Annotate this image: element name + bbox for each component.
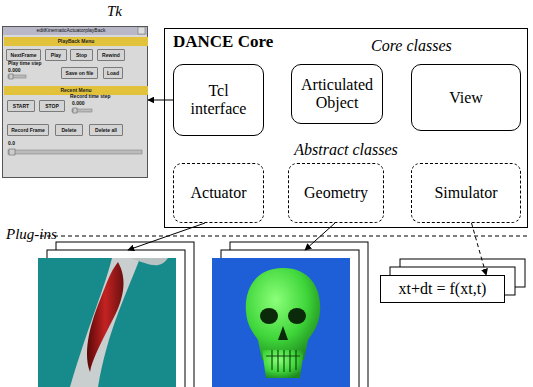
tk-button: Record Frame	[7, 124, 49, 136]
tk-button: NextFrame	[6, 49, 41, 61]
field-label: Play time step	[8, 61, 42, 66]
node-text: PlayBack Menu	[58, 39, 95, 44]
tk-button: STOP	[39, 100, 65, 112]
slider	[8, 150, 142, 154]
plugin-divider	[40, 236, 530, 237]
nose	[278, 326, 288, 340]
slider-knob	[73, 108, 77, 113]
tk-button: Rewind	[97, 49, 125, 61]
equation-card: xt+dt = f(xt,t)	[380, 275, 505, 303]
node-text: View	[449, 89, 483, 107]
node-text: Record Frame	[11, 128, 45, 133]
teeth	[266, 350, 300, 372]
node-text: Load	[107, 71, 119, 76]
slider-knob	[9, 74, 13, 79]
abstract-class-box: Actuator	[173, 163, 264, 223]
slider-knob	[9, 149, 15, 155]
picture-ground	[212, 258, 350, 387]
node-text: Recent Menu	[60, 88, 91, 93]
eye-socket	[288, 308, 306, 324]
slider	[72, 109, 92, 112]
connector-arrow	[148, 100, 173, 101]
window-title: editKinematicActuatorplayBack	[5, 28, 137, 33]
node-text: xt+dt = f(xt,t)	[399, 281, 487, 297]
core-class-box: Articulated Object	[291, 64, 383, 124]
muscle	[87, 262, 123, 372]
node-text: Tcl interface	[186, 82, 251, 117]
abstract-class-box: Simulator	[411, 163, 521, 223]
tk-button: Delete	[55, 124, 83, 136]
node-text: STOP	[45, 104, 59, 109]
tk-button: Load	[103, 67, 123, 79]
field-value: 0.000	[8, 68, 21, 73]
jaw	[262, 350, 304, 378]
core-box: DANCE Core Core classesAbstract classes Tc…	[164, 28, 528, 228]
slider	[8, 75, 26, 78]
bone	[130, 258, 168, 265]
title-bar	[2, 26, 148, 35]
node-text: Rewind	[102, 53, 120, 58]
field-value: 0.0	[8, 141, 15, 146]
close-button	[138, 27, 145, 34]
window-ground	[2, 26, 148, 178]
core-heading: DANCE Core	[173, 33, 273, 52]
node-text: Actuator	[191, 184, 247, 202]
node-text: START	[13, 104, 29, 109]
group-label: Abstract classes	[165, 141, 527, 159]
node-text: Play	[51, 53, 61, 58]
tk-button: Save on file	[61, 67, 98, 79]
node-text: Articulated Object	[301, 76, 373, 111]
core-class-box: View	[411, 64, 521, 131]
node-text: Save on file	[66, 71, 94, 76]
window-heading: Tk	[107, 3, 122, 20]
tk-button: Stop	[70, 49, 93, 61]
node-text: Delete all	[95, 128, 117, 133]
tk-window-art	[2, 26, 148, 178]
node-text: NextFrame	[11, 53, 37, 58]
muscle-plugin-stack	[38, 242, 194, 387]
node-text: Simulator	[434, 184, 497, 202]
core-class-box: Tcl interface	[173, 64, 264, 136]
tk-button: Play	[45, 49, 67, 61]
tk-button: Delete all	[89, 124, 123, 136]
section-label: Plug-ins	[6, 226, 57, 243]
picture-ground	[38, 258, 176, 387]
bone	[70, 258, 140, 387]
node-text: Geometry	[304, 184, 368, 202]
node-text: Stop	[76, 53, 87, 58]
field-label: Record time step	[70, 94, 111, 99]
menu-band: PlayBack Menu	[4, 37, 148, 46]
connector-arrow	[472, 223, 487, 275]
tk-button: START	[7, 100, 35, 112]
skull	[246, 268, 320, 360]
node-text: Delete	[61, 128, 76, 133]
geometry-plugin-stack	[212, 242, 368, 387]
abstract-class-box: Geometry	[288, 163, 384, 223]
field-value: 0.000	[72, 101, 85, 106]
eye-socket	[260, 308, 278, 324]
group-label: Core classes	[371, 37, 452, 55]
